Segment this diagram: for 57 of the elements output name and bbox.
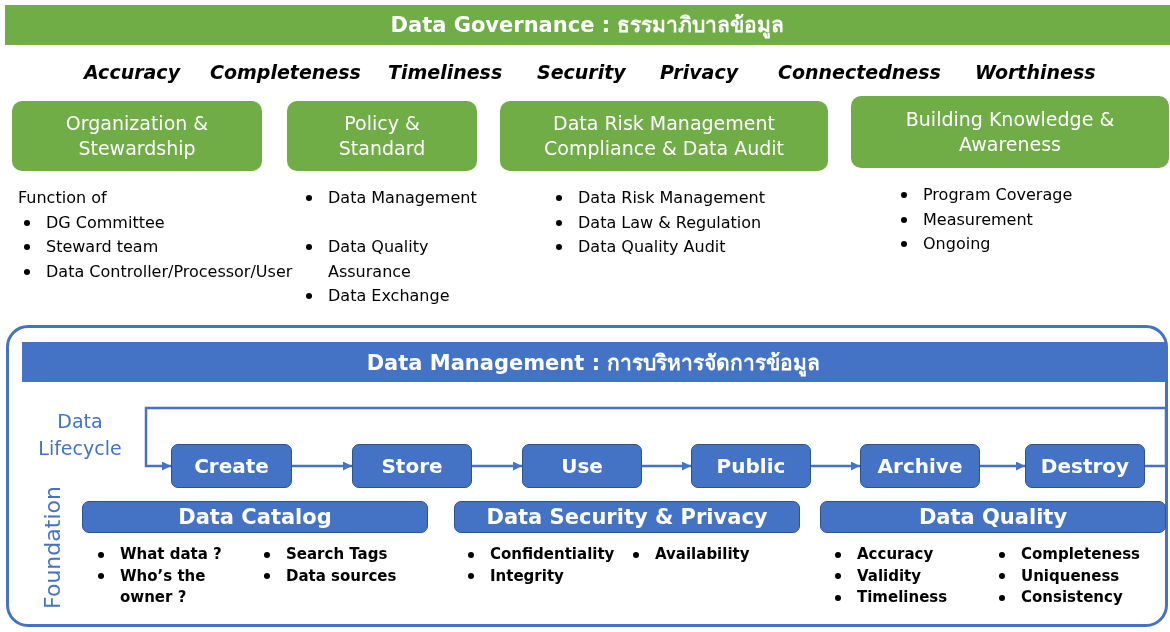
section-banner: Data Management : การบริหารจัดการข้อมูล: [22, 342, 1165, 382]
category-box: Data Risk Management Compliance & Data Audit: [500, 101, 828, 171]
panel-frame: [6, 325, 1168, 627]
section-header: Data Quality: [820, 501, 1166, 533]
row-label: Foundation: [39, 485, 65, 611]
list-item: Steward team: [46, 237, 159, 256]
category-box: Building Knowledge & Awareness: [851, 96, 1169, 168]
list-heading: Function of: [18, 188, 107, 207]
step-box: Create: [171, 444, 292, 488]
arrow: [472, 461, 522, 471]
list-item: Integrity: [490, 566, 564, 585]
quality-dimension-label: Accuracy: [84, 61, 180, 83]
list-item: Data Quality Assurance: [328, 237, 429, 281]
step-box: Archive: [860, 444, 980, 488]
list-item: Validity: [857, 566, 922, 585]
section-header: Data Security & Privacy: [454, 501, 800, 533]
list-item: Data Management: [328, 188, 477, 207]
list-item: Accuracy: [857, 545, 934, 563]
list-item: Data Risk Management: [578, 188, 765, 207]
list-item: Measurement: [923, 209, 1033, 229]
list-item: Data sources: [286, 566, 397, 585]
arrow: [642, 461, 691, 471]
list-item: Data Exchange: [328, 286, 450, 305]
list-item: Data Quality Audit: [578, 237, 726, 256]
banner: Data Governance : ธรรมาภิบาลข้อมูล: [5, 5, 1170, 45]
arrow: [980, 461, 1025, 471]
list-item: Consistency: [1021, 588, 1123, 606]
list-item: What data ?: [120, 545, 222, 563]
category-box: Policy & Standard: [287, 101, 477, 171]
list-item: Search Tags: [286, 545, 388, 563]
section-header: Data Catalog: [82, 501, 428, 533]
list-item: DG Committee: [46, 212, 165, 232]
step-box: Public: [691, 444, 811, 488]
list-item: Data Controller/Processor/User: [46, 261, 293, 281]
list-item: Availability: [655, 545, 750, 563]
arrow: [292, 461, 352, 471]
list-item: Uniqueness: [1021, 566, 1120, 585]
step-box: Store: [352, 444, 472, 488]
step-box: Destroy: [1025, 444, 1145, 488]
list-item: Confidentiality: [490, 545, 615, 563]
arrow: [811, 461, 860, 471]
list-item: Who’s the owner ?: [120, 566, 206, 606]
row-label: Data Lifecycle: [37, 409, 123, 461]
quality-dimension-label: Security: [537, 61, 626, 83]
list-item: Timeliness: [857, 588, 948, 606]
quality-dimension-label: Completeness: [210, 61, 361, 83]
quality-dimension-label: Privacy: [660, 61, 739, 83]
quality-dimension-label: Worthiness: [975, 61, 1096, 83]
list-item: Completeness: [1021, 545, 1141, 563]
step-box: Use: [522, 444, 642, 488]
quality-dimension-label: Connectedness: [778, 61, 941, 83]
quality-dimension-label: Timeliness: [388, 61, 503, 83]
arrow: [144, 406, 1168, 471]
list-item: Data Law & Regulation: [578, 212, 762, 232]
list-item: Program Coverage: [923, 185, 1073, 204]
category-box: Organization & Stewardship: [12, 101, 262, 171]
list-item: Ongoing: [923, 234, 991, 253]
